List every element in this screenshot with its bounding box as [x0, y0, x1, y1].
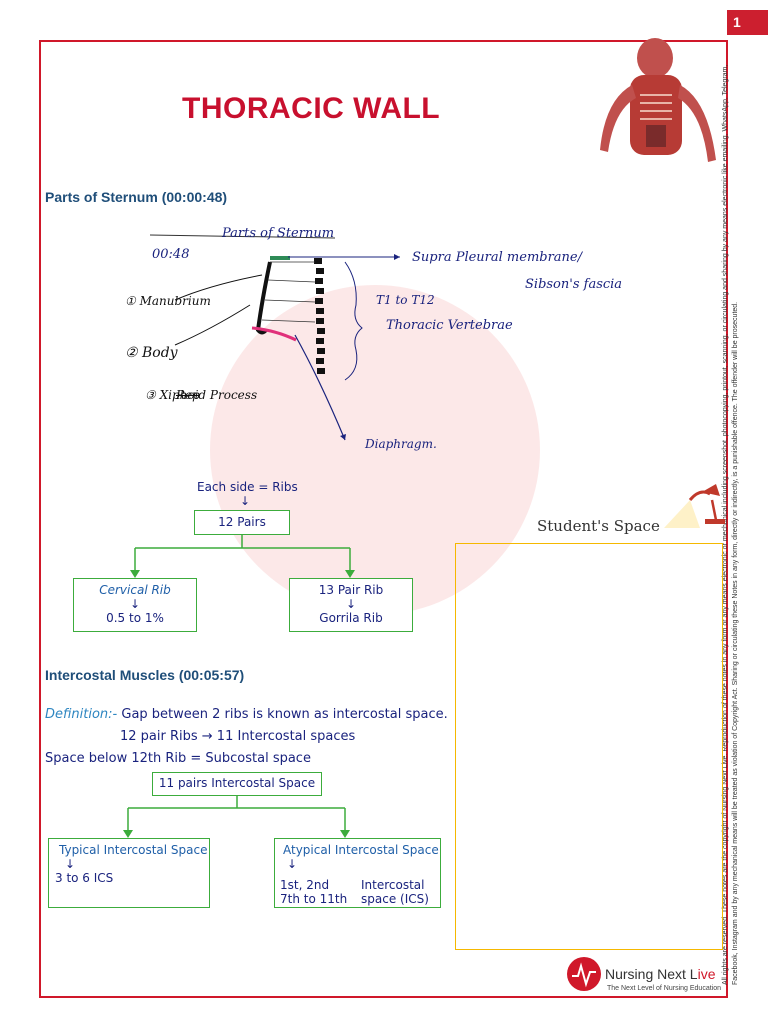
- sketch-label-manubrium: ① Manubrium: [125, 294, 211, 308]
- thirteen-pair-rib-title: 13 Pair Rib: [318, 583, 384, 597]
- sketch-label-diaphragm: Diaphragm.: [365, 437, 437, 451]
- student-space-label: Student's Space: [537, 517, 660, 535]
- thirteen-pair-rib-value: Gorrila Rib: [319, 611, 383, 625]
- ribs-to-spaces-line: 12 pair Ribs → 11 Intercostal spaces: [120, 729, 356, 744]
- sketch-label-sibson: Sibson's fascia: [525, 277, 623, 292]
- page-number: 1: [727, 10, 768, 35]
- ribs-root-label: 12 Pairs: [218, 515, 266, 529]
- atypical-ics-note2: space (ICS): [361, 892, 429, 906]
- sketch-label-t1-t12: T1 to T12: [376, 293, 435, 307]
- cervical-rib-box: Cervical Rib ↓ 0.5 to 1%: [73, 578, 197, 632]
- sketch-title: Parts of Sternum: [222, 226, 335, 241]
- ics-root-label: 11 pairs Intercostal Space: [158, 776, 316, 790]
- typical-ics-box: Typical Intercostal Space ↓ 3 to 6 ICS: [48, 838, 210, 908]
- student-space-box[interactable]: [455, 543, 723, 950]
- logo-name: Nursing Next Live: [605, 966, 716, 982]
- ribs-arrow: ↓: [240, 494, 251, 508]
- ribs-root-box: 12 Pairs: [194, 510, 290, 535]
- atypical-ics-title: Atypical Intercostal Space: [283, 843, 439, 857]
- copyright-note: All rights are reserved. These notes are…: [722, 64, 739, 985]
- cervical-rib-title: Cervical Rib: [99, 583, 171, 597]
- thirteen-pair-rib-box: 13 Pair Rib ↓ Gorrila Rib: [289, 578, 413, 632]
- page-title: THORACIC WALL: [182, 92, 441, 125]
- section-heading-intercostal-muscles: Intercostal Muscles (00:05:57): [45, 667, 245, 683]
- cervical-rib-arrow: ↓: [129, 597, 141, 611]
- definition-text: Gap between 2 ribs is known as intercost…: [121, 707, 448, 722]
- thirteen-pair-rib-arrow: ↓: [345, 597, 357, 611]
- definition-label: Definition:-: [45, 707, 118, 722]
- page-frame: [39, 40, 728, 998]
- sketch-strikeout: Rep: [176, 388, 200, 402]
- section-heading-parts-of-sternum: Parts of Sternum (00:00:48): [45, 189, 228, 205]
- cervical-rib-value: 0.5 to 1%: [106, 611, 164, 625]
- sketch-label-xiphoid: ③ Xiphoid Process: [145, 388, 258, 402]
- sketch-label-suprapleural: Supra Pleural membrane/: [412, 250, 583, 265]
- ribs-top-label: Each side = Ribs: [197, 480, 298, 494]
- atypical-ics-box: Atypical Intercostal Space ↓ 1st, 2nd 7t…: [274, 838, 441, 908]
- logo-name-suffix: ive: [697, 966, 716, 982]
- atypical-ics-arrow: ↓: [287, 857, 298, 871]
- typical-ics-title: Typical Intercostal Space: [59, 843, 208, 857]
- sketch-time: 00:48: [152, 247, 190, 262]
- definition-line: Definition:- Gap between 2 ribs is known…: [45, 707, 448, 722]
- sketch-label-body: ② Body: [125, 345, 178, 361]
- sketch-label-vertebrae: Thoracic Vertebrae: [386, 318, 513, 333]
- subcostal-line: Space below 12th Rib = Subcostal space: [45, 751, 311, 766]
- logo-name-prefix: Nursing Next L: [605, 966, 698, 982]
- typical-ics-value: 3 to 6 ICS: [55, 871, 114, 885]
- typical-ics-arrow: ↓: [65, 857, 76, 871]
- atypical-ics-line1: 1st, 2nd: [280, 878, 330, 892]
- atypical-ics-line2: 7th to 11th: [280, 892, 348, 906]
- ics-root-box: 11 pairs Intercostal Space: [152, 772, 322, 796]
- logo-tagline: The Next Level of Nursing Education: [607, 985, 722, 992]
- atypical-ics-note1: Intercostal: [361, 878, 425, 892]
